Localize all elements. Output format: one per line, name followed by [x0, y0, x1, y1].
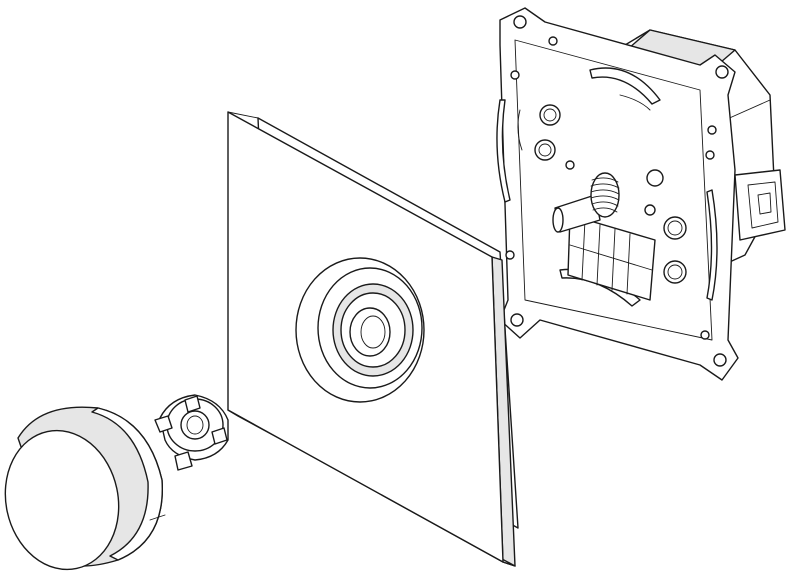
plate-boss	[295, 257, 425, 403]
rotary-knob	[4, 406, 166, 571]
dimmer-shaft	[552, 172, 620, 233]
terminal-grid	[567, 214, 656, 301]
shaft-adapter	[154, 394, 229, 471]
dimmer-insert	[496, 7, 786, 381]
terminal-clamp	[734, 169, 786, 241]
frame-holes	[505, 15, 729, 367]
cover-plate	[227, 111, 519, 567]
